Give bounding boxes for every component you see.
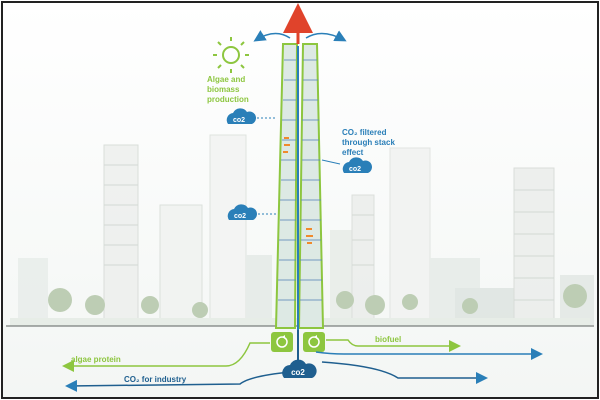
tower <box>274 43 325 330</box>
co2-cloud-upper-left: co2 <box>226 108 275 124</box>
outflow-right-arrow <box>305 30 347 42</box>
algae-protein-label: algae protein <box>71 355 121 364</box>
algae-label-line3: production <box>207 95 249 104</box>
biofuel-arrow <box>326 339 461 352</box>
co2-output-arrow-right <box>315 348 543 360</box>
outflow-left-arrow <box>253 30 291 42</box>
co2-badge-text: co2 <box>291 368 305 377</box>
sun-icon <box>213 37 249 73</box>
co2-cloud-base: co2 <box>282 359 317 378</box>
co2-filtered-line1: CO₂ filtered <box>342 128 387 137</box>
co2-cloud-right: co2 <box>342 157 372 173</box>
algae-label-line2: biomass <box>207 85 240 94</box>
algae-label-line1: Algae and <box>207 75 245 84</box>
algae-protein-arrow <box>62 342 270 372</box>
co2-filtered-line3: effect <box>342 148 364 157</box>
biofuel-label: biofuel <box>375 335 401 344</box>
co2-filtered-line2: through stack <box>342 138 395 147</box>
co2-badge-text: co2 <box>233 117 245 124</box>
co2-industry-label: CO₂ for industry <box>124 375 187 384</box>
co2-industry-arrow <box>65 371 291 392</box>
recycle-icon <box>271 332 293 352</box>
co2-filtered-leader <box>321 159 341 165</box>
co2-output-arrow-lower-right <box>321 361 488 384</box>
co2-cloud-lower-left: co2 <box>227 204 278 220</box>
co2-badge-text: co2 <box>349 166 361 173</box>
recycle-icon <box>303 332 325 352</box>
background-city <box>10 134 594 326</box>
co2-badge-text: co2 <box>234 213 246 220</box>
